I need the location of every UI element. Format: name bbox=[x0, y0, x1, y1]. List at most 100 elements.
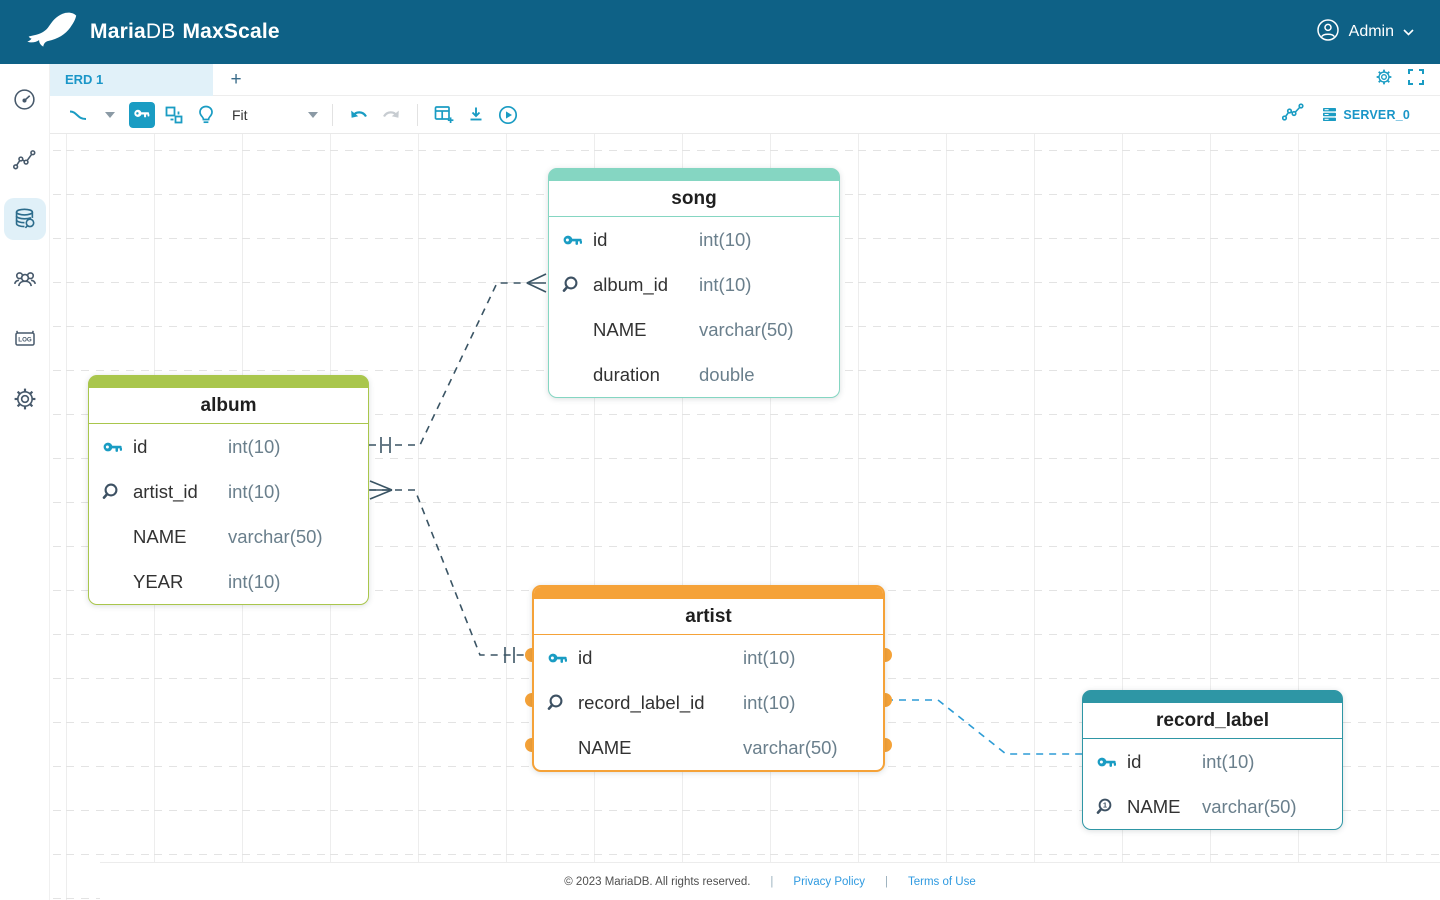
zoom-value: Fit bbox=[232, 106, 248, 123]
link-shape-dropdown[interactable] bbox=[97, 102, 123, 128]
column-name: YEAR bbox=[133, 570, 184, 592]
sidebar-item-dashboard[interactable] bbox=[4, 78, 46, 120]
column-type: int(10) bbox=[743, 691, 796, 713]
server-selector[interactable]: SERVER_0 bbox=[1322, 107, 1410, 122]
tab-label: ERD 1 bbox=[65, 72, 104, 87]
column-name: NAME bbox=[578, 736, 632, 758]
column-name: id bbox=[578, 646, 593, 668]
column-name: id bbox=[593, 228, 608, 250]
zoom-fit-select[interactable]: Fit bbox=[232, 107, 318, 123]
primary-key-icon bbox=[563, 235, 582, 245]
table-color-bar bbox=[89, 376, 368, 388]
cardinality-marker bbox=[369, 489, 393, 500]
server-icon bbox=[1323, 108, 1337, 121]
cardinality-marker bbox=[526, 273, 547, 284]
column-type: int(10) bbox=[228, 570, 281, 592]
column-row-album_id[interactable]: album_id int(10) bbox=[549, 262, 839, 307]
hint-button[interactable] bbox=[193, 102, 219, 128]
unique-index-icon: 1 bbox=[1096, 798, 1112, 814]
column-name: artist_id bbox=[133, 480, 198, 502]
curve-line-icon bbox=[69, 110, 87, 120]
column-name: duration bbox=[593, 363, 660, 385]
user-label: Admin bbox=[1348, 23, 1394, 40]
column-type: int(10) bbox=[1202, 750, 1255, 772]
fullscreen-button[interactable] bbox=[1408, 69, 1424, 90]
terms-of-use-link[interactable]: Terms of Use bbox=[908, 875, 976, 888]
auto-arrange-button[interactable] bbox=[161, 102, 187, 128]
primary-key-icon bbox=[1097, 757, 1116, 767]
privacy-policy-link[interactable]: Privacy Policy bbox=[793, 875, 865, 888]
apply-script-button[interactable] bbox=[495, 102, 521, 128]
diagram-settings-button[interactable] bbox=[1375, 68, 1393, 91]
brand-maria: Maria bbox=[90, 20, 146, 43]
sidebar-item-logs[interactable]: LOG bbox=[4, 318, 46, 360]
draw-foreign-keys-toggle[interactable] bbox=[129, 101, 155, 128]
visualize-connections-button[interactable] bbox=[1282, 103, 1304, 126]
column-type: varchar(50) bbox=[228, 525, 323, 547]
table-color-bar bbox=[549, 169, 839, 181]
toolbar-divider bbox=[332, 103, 333, 126]
chevron-down-icon bbox=[308, 111, 318, 118]
index-icon-slot bbox=[102, 482, 133, 502]
erd-toolbar: Fit bbox=[50, 96, 1440, 134]
foreign-key-index-icon bbox=[547, 694, 563, 710]
play-circle-icon bbox=[498, 105, 518, 124]
table-plus-icon bbox=[434, 106, 454, 123]
server-label: SERVER_0 bbox=[1343, 107, 1410, 122]
logs-icon: LOG bbox=[14, 330, 35, 346]
column-row-YEAR[interactable]: YEAR int(10) bbox=[89, 559, 368, 604]
column-type: int(10) bbox=[699, 273, 752, 295]
export-button[interactable] bbox=[463, 102, 489, 128]
link-shape-button[interactable] bbox=[65, 102, 91, 128]
cardinality-marker bbox=[526, 282, 547, 293]
mariadb-seal-logo-icon bbox=[26, 11, 78, 54]
fullscreen-icon bbox=[1408, 69, 1424, 85]
erd-tab-bar: ERD 1 + bbox=[50, 63, 1440, 96]
admin-menu[interactable]: Admin bbox=[1316, 18, 1414, 47]
sidebar-item-query-editor[interactable] bbox=[3, 198, 46, 240]
key-icon-slot bbox=[547, 650, 578, 666]
redo-button[interactable] bbox=[378, 102, 404, 128]
column-type: int(10) bbox=[228, 435, 281, 457]
table-name: record_label bbox=[1083, 703, 1342, 739]
column-name: id bbox=[1127, 750, 1142, 772]
column-type: int(10) bbox=[743, 646, 796, 668]
sidebar-item-settings[interactable] bbox=[4, 378, 46, 420]
column-row-id[interactable]: id int(10) bbox=[534, 635, 883, 680]
index-icon-slot bbox=[547, 693, 578, 713]
index-icon-slot bbox=[562, 275, 593, 295]
key-icon-slot bbox=[562, 232, 593, 248]
chevron-down-icon bbox=[1403, 23, 1414, 41]
tab-erd-1[interactable]: ERD 1 bbox=[50, 63, 213, 96]
undo-button[interactable] bbox=[346, 102, 372, 128]
column-name: NAME bbox=[133, 525, 187, 547]
create-table-button[interactable] bbox=[431, 102, 457, 128]
undo-icon bbox=[351, 110, 367, 118]
database-search-icon bbox=[15, 208, 34, 229]
sidebar-item-users[interactable] bbox=[4, 258, 46, 300]
column-row-id[interactable]: id int(10) bbox=[1083, 739, 1342, 784]
column-name: album_id bbox=[593, 273, 669, 295]
sidebar-item-visualization[interactable] bbox=[4, 138, 46, 180]
arrange-squares-icon bbox=[165, 106, 183, 123]
table-name: artist bbox=[534, 599, 883, 635]
add-tab-button[interactable]: + bbox=[213, 64, 259, 96]
key-icon bbox=[134, 109, 150, 117]
column-row-NAME[interactable]: NAME varchar(50) bbox=[89, 514, 368, 559]
relationship-line-artist_record_label_fk[interactable] bbox=[886, 699, 1082, 755]
